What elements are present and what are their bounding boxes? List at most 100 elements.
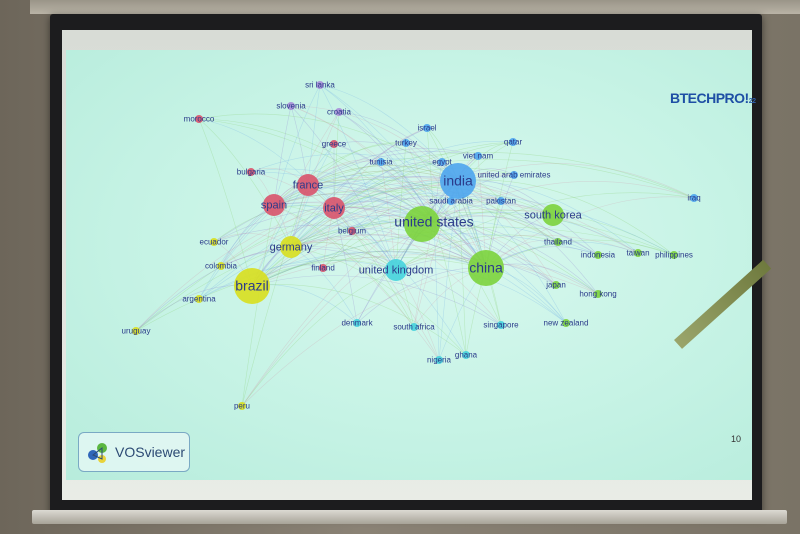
link-united-kingdom-iraq xyxy=(395,192,695,271)
link-spain-south-africa xyxy=(273,204,415,328)
link-brazil-morocco xyxy=(198,118,253,287)
node-peru xyxy=(238,402,246,410)
country-nodes xyxy=(132,81,698,410)
link-united-states-sri-lanka xyxy=(319,84,435,223)
link-france-sri-lanka xyxy=(307,84,321,186)
link-china-taiwan xyxy=(485,241,639,269)
node-greece xyxy=(330,140,338,148)
link-brazil-ghana xyxy=(251,284,467,356)
link-italy-morocco xyxy=(198,118,335,209)
link-india-france xyxy=(307,165,459,186)
label-uruguay: uruguay xyxy=(122,327,151,336)
label-morocco: morocco xyxy=(184,115,215,124)
link-united-states-singapore xyxy=(433,221,502,326)
link-germany-united-kingdom xyxy=(290,242,397,271)
vosviewer-logo: VOSviewer xyxy=(78,432,190,472)
vosviewer-icon xyxy=(88,443,107,463)
link-united-states-ghana xyxy=(433,221,467,356)
link-india-slovenia xyxy=(290,105,459,182)
node-denmark xyxy=(353,319,361,327)
link-brazil-south-korea xyxy=(251,208,554,287)
link-france-iraq xyxy=(307,152,695,199)
node-argentina xyxy=(195,295,203,303)
link-italy-egypt xyxy=(333,161,443,209)
node-sri-lanka xyxy=(316,81,324,89)
link-united-states-argentina xyxy=(198,220,435,300)
link-germany-philippines xyxy=(290,212,675,256)
link-united-kingdom-tunisia xyxy=(380,161,397,271)
link-spain-thailand xyxy=(273,190,559,243)
label-viet-nam: viet nam xyxy=(463,152,494,161)
link-germany-united-arab-emirates xyxy=(290,173,515,248)
link-united-states-south-korea xyxy=(433,203,554,223)
link-united-states-pakistan xyxy=(433,198,502,223)
link-germany-egypt xyxy=(290,161,443,248)
label-colombia: colombia xyxy=(205,262,238,271)
node-germany xyxy=(280,236,302,258)
link-united-states-thailand xyxy=(433,214,559,243)
label-thailand: thailand xyxy=(544,238,572,247)
link-united-kingdom-sri-lanka xyxy=(319,84,397,271)
node-united-states xyxy=(404,206,440,242)
label-germany: germany xyxy=(270,242,313,254)
link-spain-tunisia xyxy=(273,161,382,206)
link-china-iraq xyxy=(485,196,695,269)
link-germany-israel xyxy=(290,127,428,248)
link-france-viet-nam xyxy=(307,148,479,186)
link-india-bulgaria xyxy=(250,153,459,182)
link-germany-hong-kong xyxy=(290,234,599,295)
link-france-japan xyxy=(307,184,557,286)
link-china-tunisia xyxy=(380,161,487,269)
link-brazil-china xyxy=(251,250,487,287)
label-ecuador: ecuador xyxy=(200,238,229,247)
link-united-kingdom-spain xyxy=(273,204,397,271)
node-singapore xyxy=(497,321,505,329)
node-spain xyxy=(263,194,285,216)
node-ghana xyxy=(462,351,470,359)
label-japan: japan xyxy=(545,281,566,290)
link-united-kingdom-viet-nam xyxy=(395,155,479,271)
node-tunisia xyxy=(377,158,385,166)
node-belgium xyxy=(348,227,356,235)
link-china-peru xyxy=(241,267,487,407)
link-germany-morocco xyxy=(198,118,292,248)
label-slovenia: slovenia xyxy=(276,102,306,111)
link-united-states-morocco xyxy=(198,118,435,223)
link-united-kingdom-taiwan xyxy=(395,234,639,271)
label-philippines: philippines xyxy=(655,251,693,260)
link-india-peru xyxy=(241,180,459,407)
node-turkey xyxy=(402,139,410,147)
link-brazil-egypt xyxy=(251,161,443,287)
link-france-argentina xyxy=(198,184,309,300)
link-india-uruguay xyxy=(135,180,459,332)
link-china-france xyxy=(307,184,487,269)
link-italy-united-arab-emirates xyxy=(333,167,515,209)
label-spain: spain xyxy=(261,200,287,212)
link-china-colombia xyxy=(220,238,487,269)
link-brazil-hong-kong xyxy=(251,254,599,295)
node-france xyxy=(297,174,319,196)
link-india-taiwan xyxy=(457,180,639,254)
link-italy-croatia xyxy=(333,111,340,209)
label-tunisia: tunisia xyxy=(369,158,393,167)
link-china-finland xyxy=(322,249,487,269)
link-germany-uruguay xyxy=(135,246,292,332)
link-china-brazil xyxy=(251,250,487,287)
btechpro-logo: BTECHPRO!22 xyxy=(670,90,756,106)
link-india-philippines xyxy=(457,179,675,256)
label-singapore: singapore xyxy=(483,321,519,330)
link-spain-sri-lanka xyxy=(273,84,321,206)
label-peru: peru xyxy=(234,402,250,411)
link-france-india xyxy=(307,165,459,186)
link-spain-india xyxy=(273,170,459,206)
link-china-croatia xyxy=(338,111,487,269)
link-italy-singapore xyxy=(333,207,502,326)
link-germany-china xyxy=(290,234,487,269)
link-china-germany xyxy=(290,234,487,269)
node-hong-kong xyxy=(594,290,602,298)
link-spain-nigeria xyxy=(273,204,440,361)
link-italy-qatar xyxy=(333,141,514,209)
label-pakistan: pakistan xyxy=(486,197,516,206)
link-united-states-bulgaria xyxy=(250,168,435,223)
node-ecuador xyxy=(210,238,218,246)
